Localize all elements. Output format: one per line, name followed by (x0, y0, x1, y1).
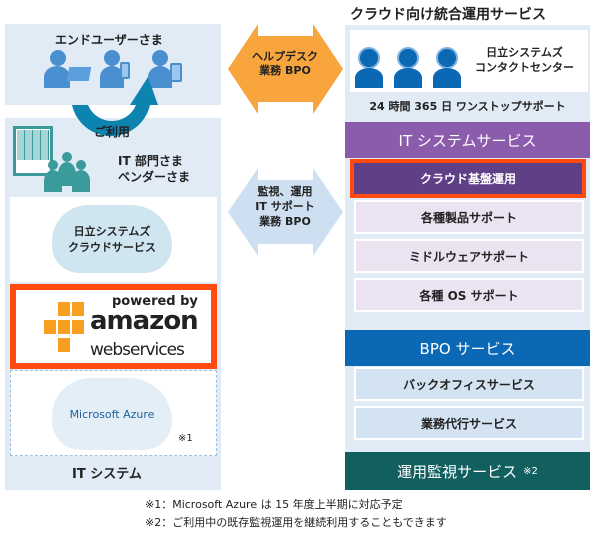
helpdesk-line2: 業務 BPO (259, 64, 311, 77)
support-line3: 業務 BPO (259, 215, 311, 228)
aws-cubes-icon (44, 302, 84, 352)
contact-center-box (350, 30, 588, 92)
aws-web: web (90, 340, 123, 360)
it-dept-label: IT 部門さま (118, 154, 183, 168)
contact-center-label: 日立システムズコンタクトセンター (462, 45, 587, 75)
end-users-label: エンドユーザーさま (55, 33, 163, 47)
monitoring-note: ※2 (523, 465, 538, 477)
it-item[interactable]: 各種 OS サポート (354, 278, 584, 312)
it-system-label: IT システム (72, 467, 142, 482)
contact-line2: コンタクトセンター (475, 61, 574, 74)
monitoring-label: 運用監視サービス (397, 462, 518, 481)
it-service-header: IT システムサービス (345, 122, 590, 158)
azure-note: ※1 (178, 433, 193, 444)
usage-label: ご利用 (94, 125, 131, 139)
bpo-item-label: バックオフィスサービス (403, 377, 535, 392)
it-item-label: 各種製品サポート (420, 210, 517, 225)
vendors-label: ベンダーさま (118, 170, 191, 184)
bpo-service-header: BPO サービス (345, 330, 590, 366)
it-item-label: クラウド基盤運用 (419, 172, 516, 186)
bpo-item[interactable]: 業務代行サービス (354, 406, 584, 440)
hitachi-cloud-icon: 日立システムズ クラウドサービス (52, 205, 172, 273)
helpdesk-label: ヘルプデスク業務 BPO (240, 50, 330, 78)
support-double-arrow-icon (228, 168, 343, 256)
azure-label: Microsoft Azure (69, 407, 155, 421)
hitachi-cloud-label-2: クラウドサービス (68, 241, 156, 254)
footnote-2: ※2：ご利用中の既存監視運用を継続利用することもできます (145, 516, 447, 529)
support-label: 監視、運用 IT サポート業務 BPO (240, 184, 330, 229)
it-item-cloud-ops[interactable]: クラウド基盤運用 (350, 159, 586, 198)
it-item[interactable]: 各種製品サポート (354, 200, 584, 234)
azure-cloud-icon: Microsoft Azure (52, 378, 172, 450)
service-title: クラウド向け統合運用サービス (350, 7, 546, 23)
support-line2: IT サポート (255, 200, 315, 213)
support-line1: 監視、運用 (257, 185, 313, 198)
hitachi-cloud-label-1: 日立システムズ (73, 225, 151, 238)
helpdesk-double-arrow-icon (228, 24, 343, 114)
aws-amazon: amazon (90, 306, 199, 336)
bpo-item-label: 業務代行サービス (420, 416, 517, 431)
aws-box: powered by amazon webservices (10, 284, 217, 369)
contact-line1: 日立システムズ (486, 46, 563, 59)
footnote-1: ※1：Microsoft Azure は 15 年度上半期に対応予定 (145, 498, 403, 511)
bpo-item[interactable]: バックオフィスサービス (354, 367, 584, 401)
usage-arrow-icon (72, 77, 158, 137)
monitoring-service-bar: 運用監視サービス ※2 (345, 452, 590, 490)
aws-webservices: webservices (90, 340, 185, 360)
aws-services: services (122, 340, 185, 360)
it-item[interactable]: ミドルウェアサポート (354, 239, 584, 273)
it-item-label: ミドルウェアサポート (408, 249, 529, 264)
support-hours: 24 時間 365 日 ワンストップサポート (369, 100, 566, 113)
it-item-label: 各種 OS サポート (419, 288, 519, 303)
helpdesk-line1: ヘルプデスク (252, 50, 318, 63)
aws-powered-by: powered by (112, 294, 198, 309)
